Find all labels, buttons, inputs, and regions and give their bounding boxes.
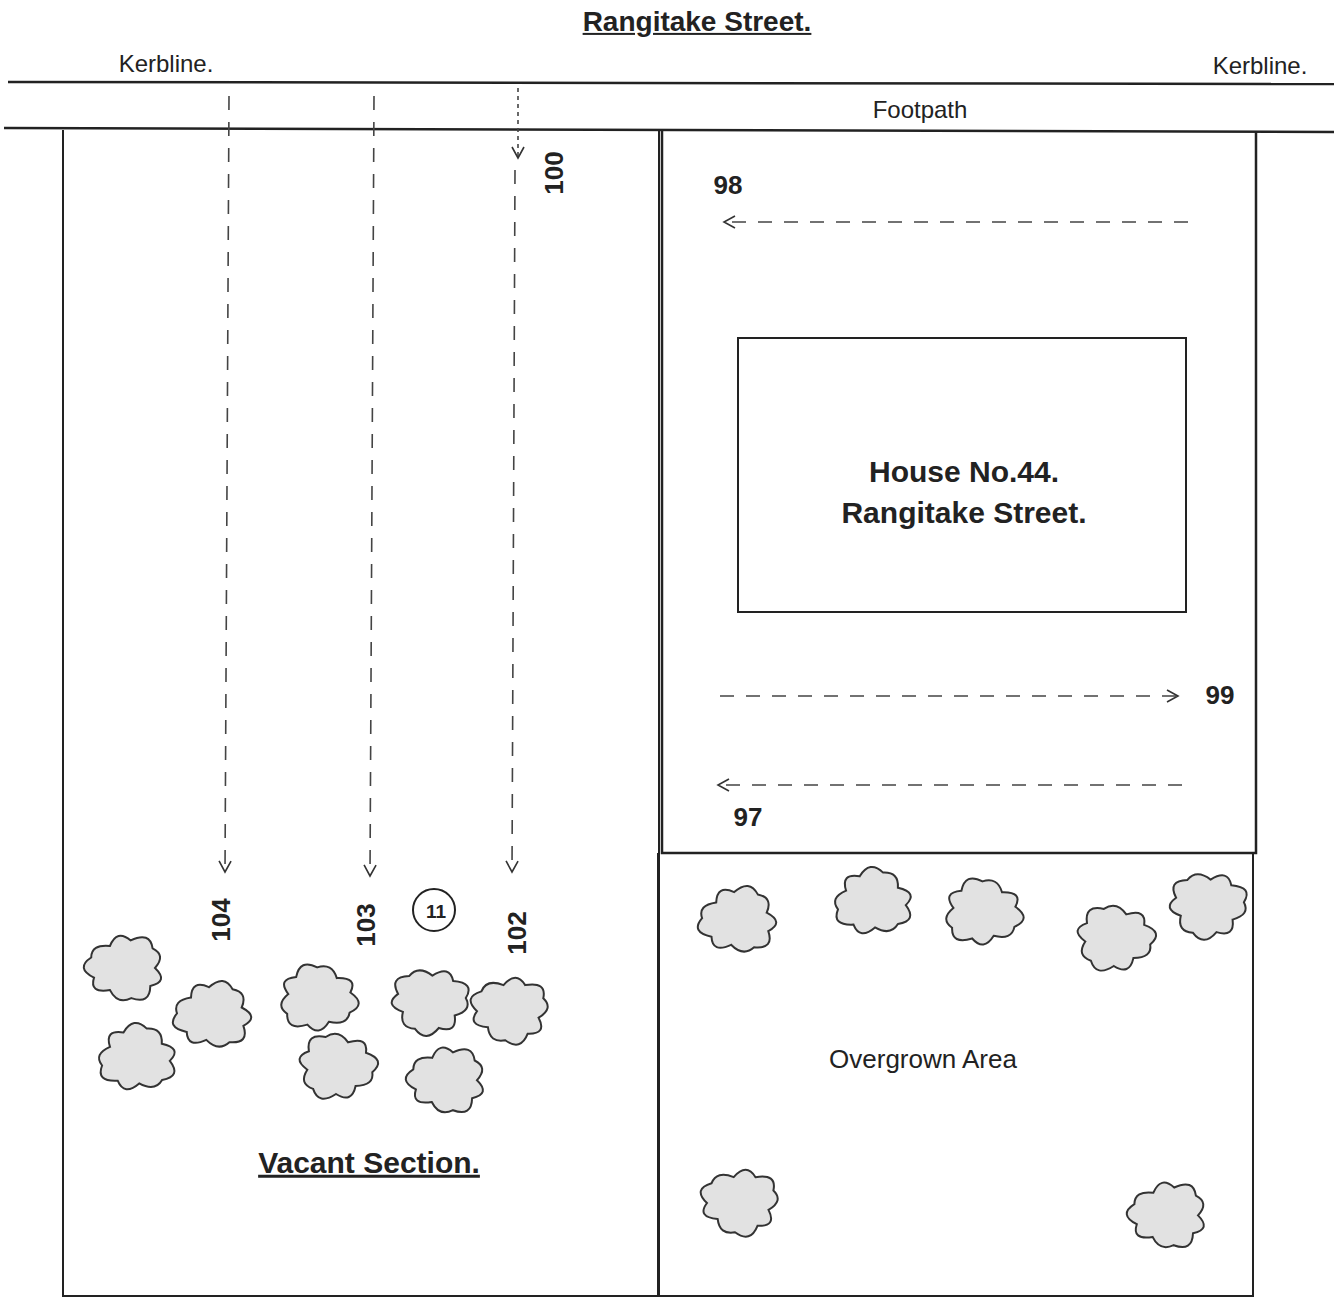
vacant-section: Vacant Section. 11 <box>62 130 660 1297</box>
kerbline <box>8 82 1334 84</box>
kerbline-label: Kerbline. <box>119 50 214 78</box>
street-title: Rangitake Street. <box>583 6 812 38</box>
callout-number: 102 <box>503 911 533 954</box>
vacant-section-text: Vacant Section. <box>258 1146 480 1181</box>
bush <box>946 878 1023 944</box>
callout-number: 104 <box>207 898 237 941</box>
lot-boundary <box>662 130 1256 853</box>
callout-number: 99 <box>1206 681 1235 711</box>
callout-number: 103 <box>352 903 382 946</box>
bush <box>1078 906 1157 971</box>
bush <box>281 964 358 1030</box>
bush <box>84 936 161 1001</box>
overgrown-area: Overgrown Area <box>657 853 1254 1297</box>
marker-circle: 11 <box>412 888 456 932</box>
bush <box>471 978 548 1045</box>
kerbline-label: Kerbline. <box>1213 52 1308 80</box>
footpath-label: Footpath <box>869 96 972 124</box>
bush <box>835 867 911 933</box>
overgrown-area-text: Overgrown Area <box>829 1045 1017 1075</box>
marker-circle-text: 11 <box>426 901 446 923</box>
path-arrow <box>517 88 519 158</box>
house-box: House No.44. Rangitake Street. <box>737 337 1187 613</box>
footpath-line <box>4 128 1334 132</box>
callout-number: 97 <box>734 803 763 833</box>
bush <box>392 970 469 1036</box>
path-arrow <box>720 695 1178 697</box>
bush <box>300 1034 379 1099</box>
callout-number: 98 <box>714 171 743 201</box>
path-arrow <box>225 96 229 872</box>
bush <box>1170 874 1247 940</box>
bush <box>173 981 251 1047</box>
bush <box>406 1048 483 1113</box>
callout-number: 100 <box>540 151 570 194</box>
path-arrow <box>512 170 515 872</box>
house-box-text: House No.44. Rangitake Street. <box>814 452 1114 533</box>
path-arrow <box>370 96 374 876</box>
bush <box>99 1023 175 1089</box>
bush <box>701 1170 778 1237</box>
path-arrow <box>724 221 1188 223</box>
bush <box>698 886 776 952</box>
path-arrow <box>718 784 1182 786</box>
bush <box>1127 1183 1204 1248</box>
